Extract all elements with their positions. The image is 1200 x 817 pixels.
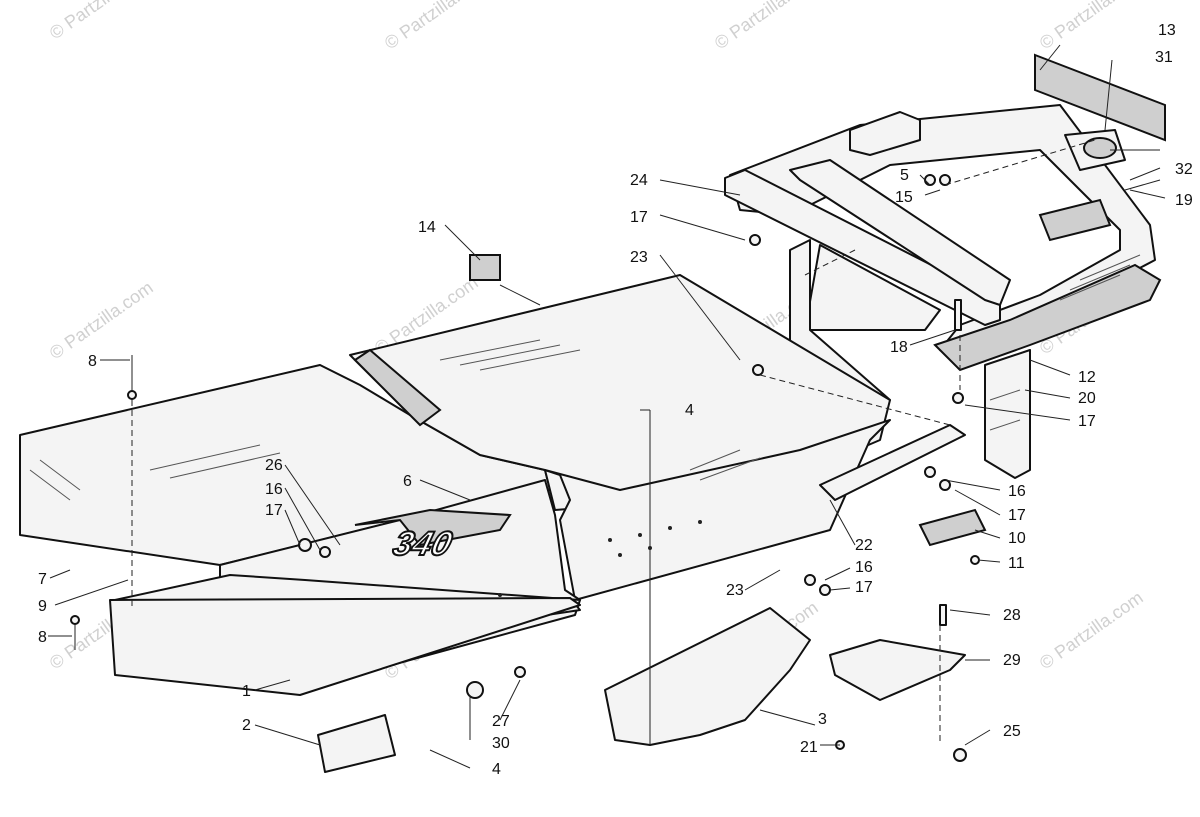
callout-4: 4 [685, 402, 694, 419]
model-decal: 340 [389, 526, 456, 563]
callout-16: 16 [855, 559, 873, 576]
callout-28: 28 [1003, 607, 1021, 624]
callout-1: 1 [242, 683, 251, 700]
callout-23: 23 [630, 249, 648, 266]
callout-19: 19 [1175, 192, 1193, 209]
watermark: © Partzilla.com [381, 0, 492, 53]
callout-15: 15 [895, 189, 913, 206]
callout-17: 17 [265, 502, 283, 519]
callout-8: 8 [88, 353, 97, 370]
watermark: © Partzilla.com [1036, 0, 1147, 53]
callout-labels: 13 31 32 19 24 5 15 17 14 23 18 12 20 17… [38, 22, 1193, 778]
callout-9: 9 [38, 598, 47, 615]
footrest-tube [109, 597, 581, 696]
callout-16: 16 [1008, 483, 1026, 500]
reflector-part [918, 508, 987, 547]
callout-14: 14 [418, 219, 436, 236]
callout-27: 27 [492, 713, 510, 730]
callout-31: 31 [1155, 49, 1173, 66]
callout-25: 25 [1003, 723, 1021, 740]
callout-32: 32 [1175, 161, 1193, 178]
callout-11: 11 [1008, 555, 1025, 572]
callout-17: 17 [855, 579, 873, 596]
callout-30: 30 [492, 735, 510, 752]
callout-10: 10 [1008, 530, 1026, 547]
assembly-lines [131, 139, 1096, 745]
leader-lines [48, 44, 1166, 769]
step-bracket-part [829, 639, 966, 701]
callout-29: 29 [1003, 652, 1021, 669]
watermark: © Partzilla.com [46, 0, 157, 43]
callout-2: 2 [242, 717, 251, 734]
callout-4: 4 [492, 761, 501, 778]
flap-part [1034, 53, 1166, 142]
watermark: © Partzilla.com [46, 277, 157, 363]
callout-22: 22 [855, 537, 873, 554]
callout-23: 23 [726, 582, 744, 599]
plate-part [317, 714, 396, 773]
callout-17: 17 [1078, 413, 1096, 430]
callout-18: 18 [890, 339, 908, 356]
callout-6: 6 [403, 473, 412, 490]
rear-bumper-assembly [724, 104, 1162, 479]
callout-12: 12 [1078, 369, 1096, 386]
callout-13: 13 [1158, 22, 1176, 39]
callout-8: 8 [38, 629, 47, 646]
callout-3: 3 [818, 711, 827, 728]
watermark: © Partzilla.com [711, 0, 822, 53]
tube-part [819, 424, 966, 501]
bracket-part [604, 607, 811, 746]
label-part [469, 254, 501, 281]
callout-7: 7 [38, 571, 47, 588]
callout-17: 17 [630, 209, 648, 226]
callout-20: 20 [1078, 390, 1096, 407]
watermark: © Partzilla.com [1036, 587, 1147, 673]
lens-part [1083, 137, 1117, 159]
callout-5: 5 [900, 167, 909, 184]
callout-26: 26 [265, 457, 283, 474]
callout-16: 16 [265, 481, 283, 498]
callout-24: 24 [630, 172, 648, 189]
callout-21: 21 [800, 739, 818, 756]
callout-17: 17 [1008, 507, 1026, 524]
